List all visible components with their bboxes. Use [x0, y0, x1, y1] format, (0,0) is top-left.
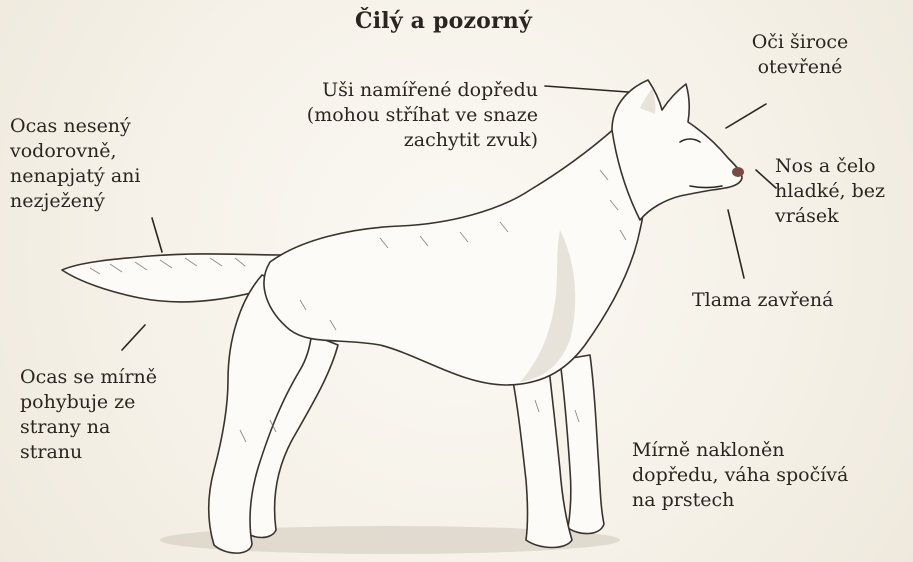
- diagram-title: Čilý a pozorný: [355, 8, 532, 34]
- leader-nose: [756, 170, 776, 188]
- dog-nose: [732, 167, 744, 177]
- label-nose: Nos a čelo hladké, bez vrásek: [775, 154, 910, 229]
- label-ears: Uši namířené dopředu (mohou stříhat ve s…: [238, 78, 538, 153]
- label-mouth: Tlama zavřená: [692, 288, 892, 313]
- dog-front-leg-far: [560, 355, 604, 534]
- leader-mouth: [728, 210, 744, 278]
- label-stance: Mírně nakloněn dopředu, váha spočívá na …: [632, 438, 902, 513]
- dog-head: [612, 80, 742, 220]
- label-tail-carried: Ocas nesený vodorovně, nenapjatý ani nez…: [10, 114, 190, 214]
- leader-tail-moving: [122, 325, 145, 350]
- label-tail-moving: Ocas se mírně pohybuje ze strany na stra…: [20, 365, 210, 465]
- label-eyes: Oči široce otevřené: [720, 30, 880, 80]
- leader-ears: [545, 86, 628, 92]
- leader-tail-carried: [152, 218, 162, 252]
- leader-eyes: [726, 104, 766, 128]
